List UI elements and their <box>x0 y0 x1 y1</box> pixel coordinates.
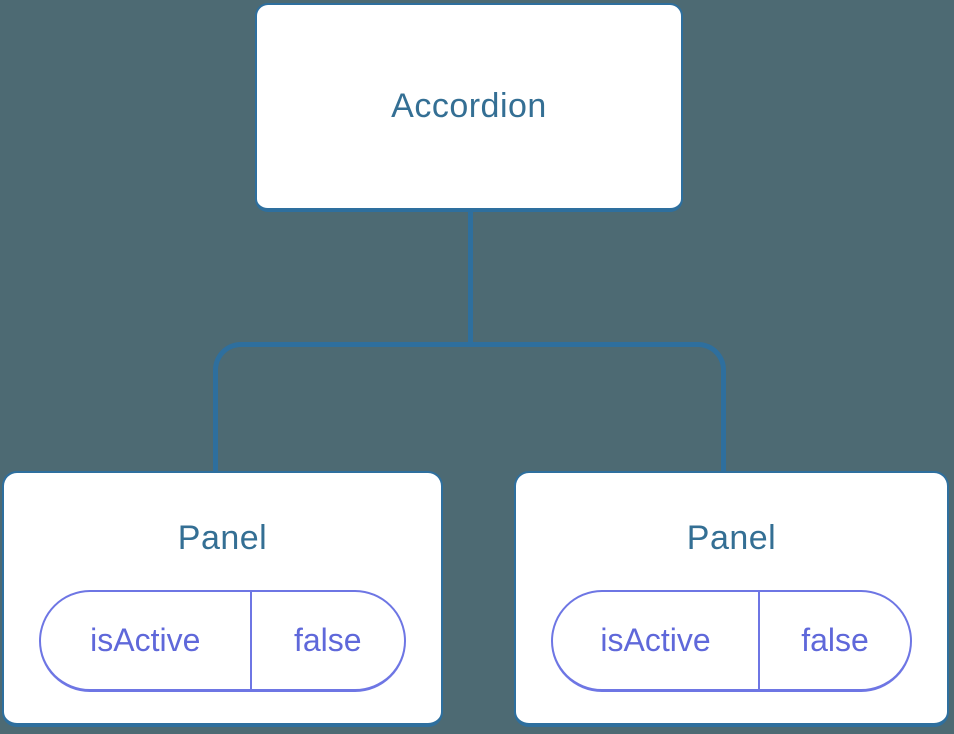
state-value: false <box>293 622 362 658</box>
connector-bracket <box>213 342 726 472</box>
node-panel-right: Panel isActive false <box>514 471 949 727</box>
state-value: false <box>801 622 869 658</box>
node-accordion: Accordion <box>255 3 683 212</box>
connector-stem <box>468 210 473 345</box>
state-key: isActive <box>553 592 761 689</box>
panel-left-label: Panel <box>177 519 268 557</box>
node-panel-left: Panel isActive false <box>2 471 443 727</box>
panel-left-state-pill: isActive false <box>39 590 406 692</box>
panel-right-state-pill: isActive false <box>551 590 912 692</box>
accordion-label: Accordion <box>391 87 547 125</box>
panel-right-label: Panel <box>686 519 777 557</box>
state-key: isActive <box>41 592 252 689</box>
